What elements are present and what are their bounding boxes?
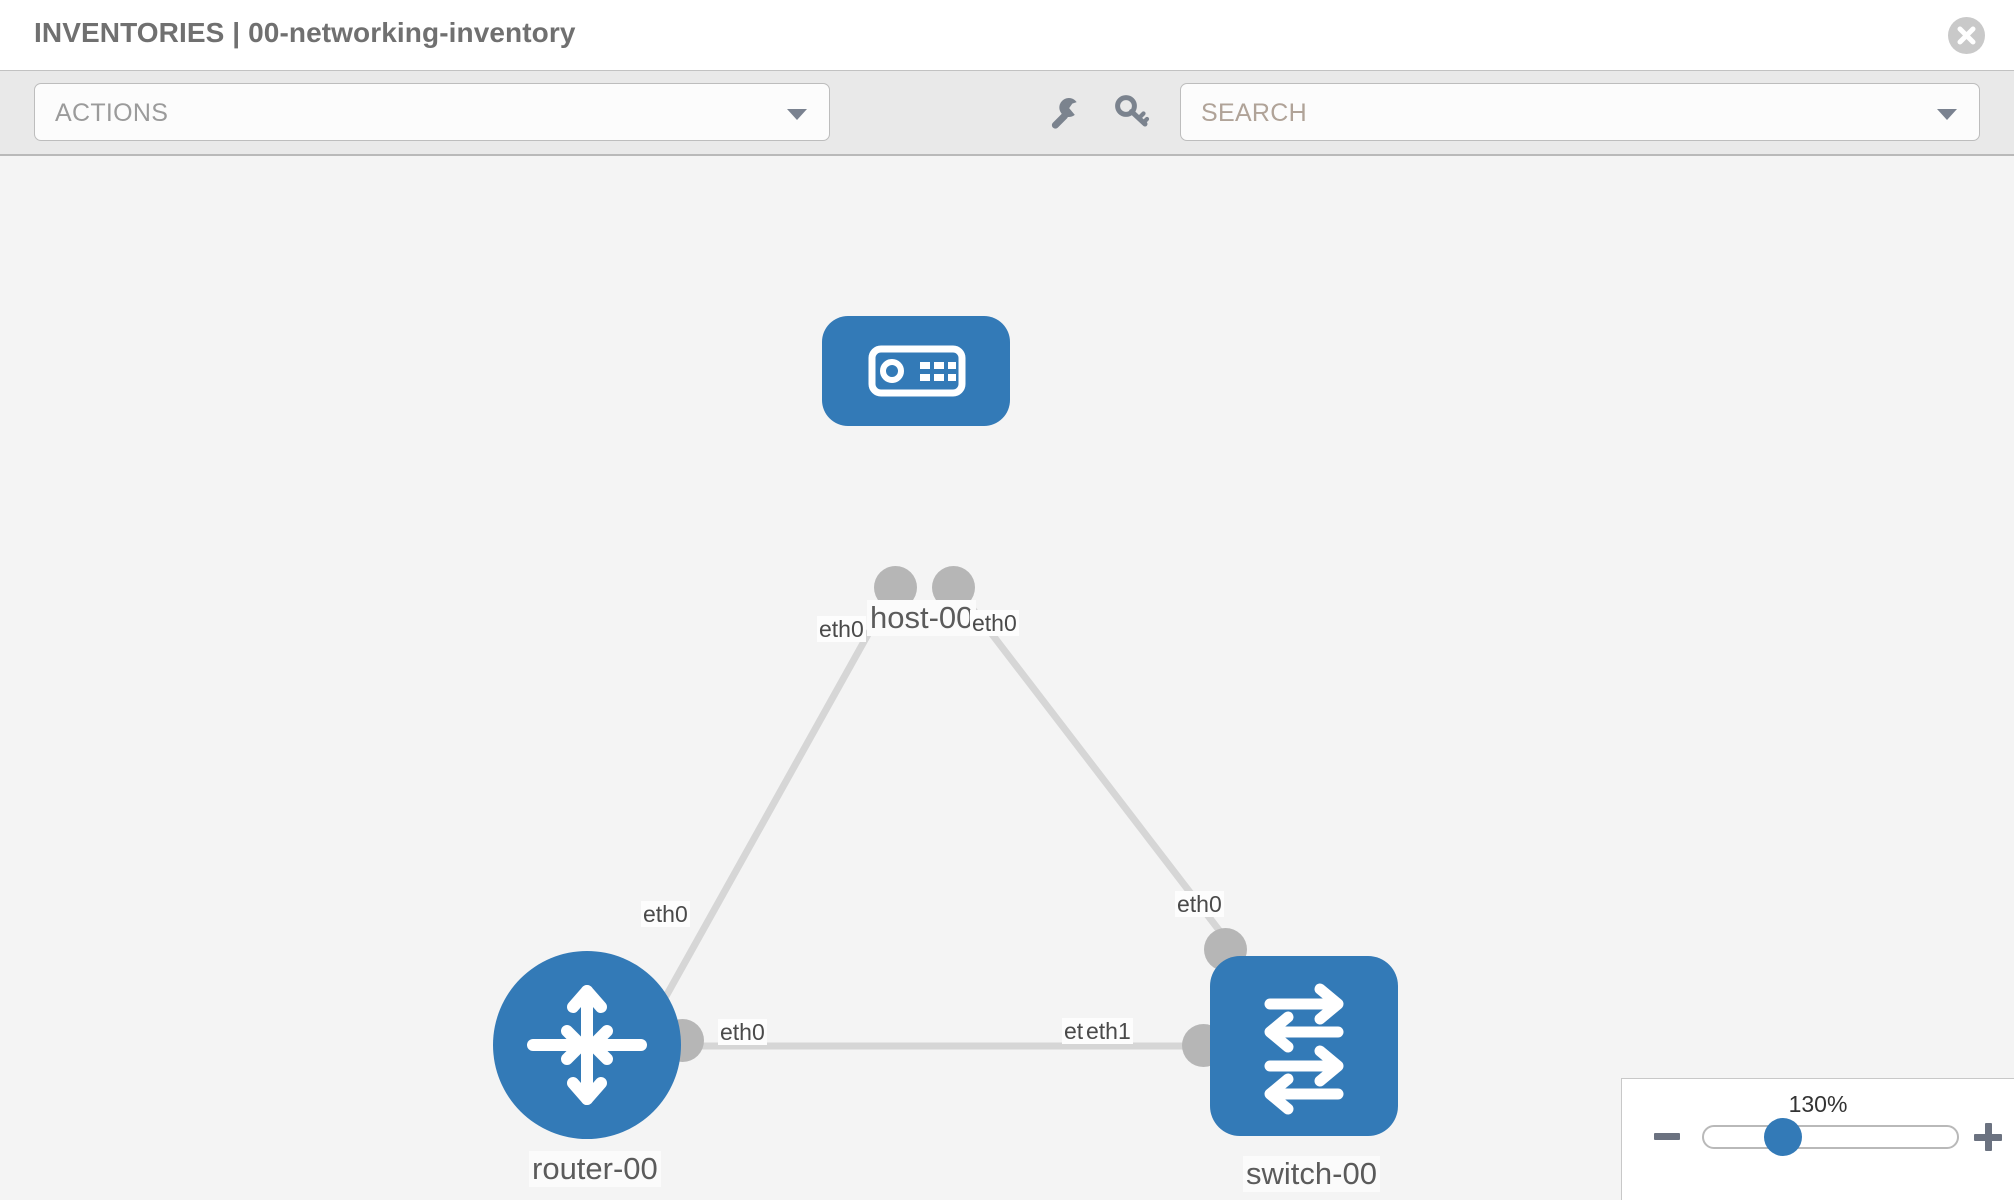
iface-switch-left: eth1 [1084,1018,1133,1044]
title-bar: INVENTORIES | 00-networking-inventory [0,0,2014,70]
switch-shape[interactable] [1210,956,1398,1136]
search-placeholder: SEARCH [1201,99,1307,127]
zoom-control-panel: 130% [1621,1078,2014,1200]
server-icon [868,345,966,397]
zoom-slider-track[interactable] [1702,1125,1959,1149]
iface-switch-up: eth0 [1175,891,1224,917]
search-input[interactable]: SEARCH [1180,83,1980,141]
iface-host-right: eth0 [970,610,1019,636]
zoom-slider-handle[interactable] [1764,1118,1802,1156]
node-label-switch-00: switch-00 [1243,1156,1380,1192]
minus-icon[interactable] [1654,1133,1680,1140]
toolbar: ACTIONS SEARCH [0,70,2014,156]
zoom-percent-label: 130% [1788,1091,1848,1117]
plus-icon[interactable] [1974,1123,2002,1151]
chevron-down-icon [1937,109,1957,120]
link-host-switch [952,583,1238,954]
actions-dropdown-label: ACTIONS [55,99,169,127]
iface-host-left: eth0 [817,616,866,642]
switch-arrows-icon [1264,983,1344,1115]
wrench-icon[interactable] [1042,91,1086,135]
page-title: INVENTORIES | 00-networking-inventory [34,17,576,48]
key-icon[interactable] [1110,91,1154,135]
iface-router-right: eth0 [718,1019,767,1045]
node-label-router-00: router-00 [529,1151,661,1187]
actions-dropdown[interactable]: ACTIONS [34,83,830,141]
router-shape[interactable] [493,951,681,1139]
host-shape[interactable] [822,316,1010,426]
iface-router-up: eth0 [641,901,690,927]
topology-links [651,583,1238,1050]
topology-canvas[interactable]: host-00 eth0 eth0 [0,156,2014,1200]
close-icon[interactable] [1948,17,1985,54]
router-arrows-icon [527,985,647,1105]
chevron-down-icon [787,109,807,120]
link-host-router [651,584,899,1018]
node-label-host-00: host-00 [867,600,977,636]
